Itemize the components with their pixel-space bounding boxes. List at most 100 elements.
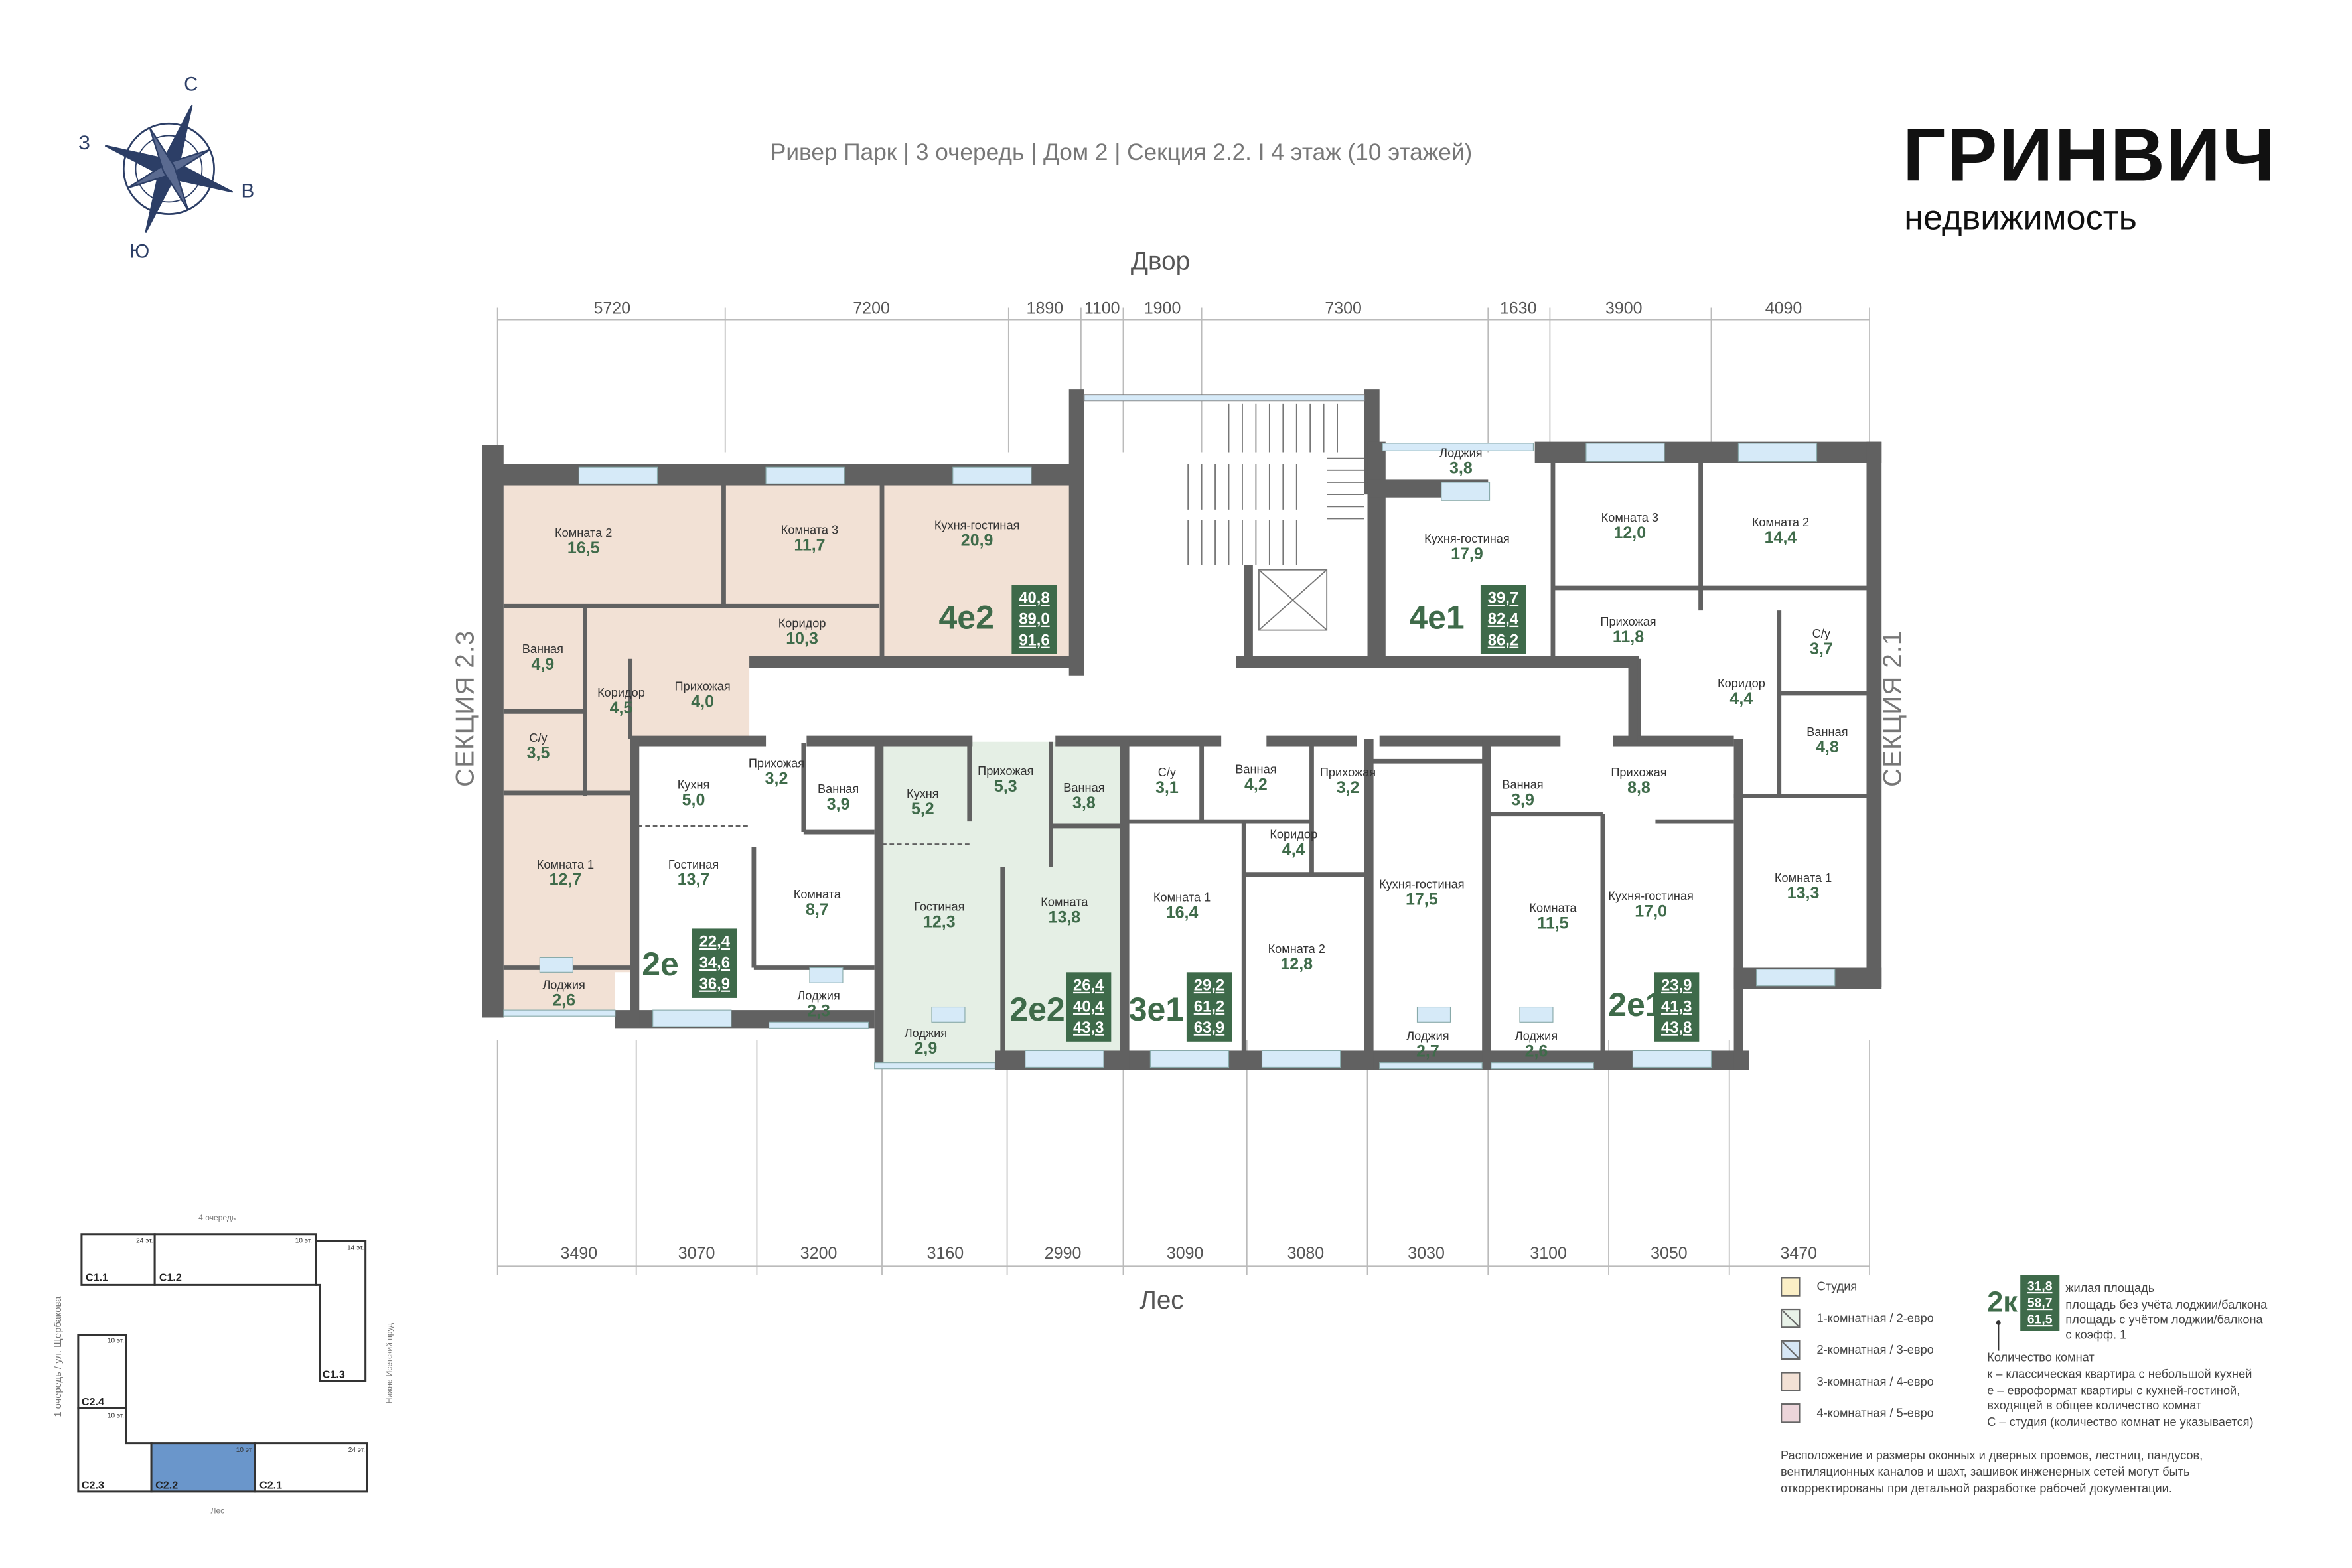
legend-label: 3-комнатная / 4-евро (1816, 1374, 1934, 1389)
legend-swatch-4room (1780, 1403, 1801, 1423)
room-area: 4,2 (1244, 776, 1268, 795)
room-name: Комната 3 (780, 523, 839, 537)
dim-label: 3470 (1780, 1245, 1818, 1263)
apartment-code[interactable]: 4е1 (1409, 598, 1465, 636)
room-area: 11,8 (1612, 628, 1645, 648)
legend-note: С – студия (количество комнат не указыва… (1987, 1415, 2254, 1429)
legend-note: Количество комнат (1987, 1350, 2095, 1364)
legend-example-living: 31,8 (2027, 1278, 2053, 1294)
room-name: Прихожая (1319, 766, 1376, 780)
dim-label: 1900 (1143, 300, 1181, 319)
legend-note: входящей в общее количество комнат (1987, 1399, 2202, 1413)
total-area-coef: 43,3 (1073, 1019, 1104, 1037)
room-name: Кухня-гостиная (1424, 532, 1510, 546)
total-area: 34,6 (699, 954, 731, 973)
room-name: Комната (1529, 901, 1577, 916)
room-area: 4,0 (691, 693, 715, 712)
room-name: С/у (1812, 627, 1830, 641)
minimap-section-c2-2 (150, 1442, 256, 1493)
legend-desc: площадь без учёта лоджии/балкона (2065, 1298, 2268, 1312)
legend-swatch-1room (1780, 1308, 1801, 1328)
dim-label: 3050 (1651, 1245, 1688, 1263)
minimap-section-c2-3 (77, 1407, 153, 1493)
room-area: 12,8 (1280, 956, 1313, 975)
room-area: 16,4 (1165, 904, 1199, 923)
apartment-code[interactable]: 2е2 (1009, 990, 1065, 1029)
room-area: 5,3 (993, 778, 1017, 797)
room-name: Прихожая (978, 764, 1034, 778)
living-area: 39,7 (1487, 589, 1519, 608)
dim-label: 3900 (1605, 300, 1643, 319)
dim-label: 3030 (1408, 1245, 1445, 1263)
logo-subtitle: недвижимость (1904, 197, 2137, 237)
room-name: Коридор (778, 616, 826, 630)
room-area: 2,6 (1524, 1043, 1548, 1062)
room-name: Комната 3 (1601, 511, 1658, 525)
legend-example-total: 58,7 (2027, 1295, 2053, 1311)
room-name: Кухня (677, 778, 710, 792)
minimap-floors: 10 эт. (295, 1238, 312, 1245)
legend-label: 2-комнатная / 3-евро (1816, 1343, 1934, 1357)
dim-label: 4090 (1765, 300, 1802, 319)
total-area-coef: 36,9 (699, 975, 731, 994)
minimap-section-c2-1 (254, 1442, 368, 1493)
dim-label: 3490 (560, 1245, 598, 1263)
room-area: 4,9 (531, 656, 555, 675)
living-area: 23,9 (1661, 977, 1692, 995)
room-area: 20,9 (960, 532, 993, 551)
room-name: Комната (1041, 895, 1088, 910)
side-label-bottom: Лес (1139, 1285, 1184, 1315)
room-name: Ванная (1502, 778, 1544, 792)
apartment-code[interactable]: 3е1 (1128, 990, 1185, 1029)
windows (503, 443, 1836, 1070)
disclaimer: откорректированы при детальной разработк… (1780, 1482, 2172, 1496)
minimap-id: С2.4 (82, 1396, 104, 1408)
minimap-id: С1.1 (86, 1271, 108, 1283)
apartment-code[interactable]: 4е2 (938, 598, 994, 636)
apartment-4e2-fill (503, 485, 1075, 1013)
room-name: Прихожая (748, 756, 805, 771)
minimap-bottom-label: Лес (211, 1506, 225, 1515)
compass-south: Ю (129, 240, 150, 263)
room-name: Коридор (1718, 677, 1765, 691)
room-name: С/у (1157, 766, 1176, 780)
minimap-right-label: Нижне-Исетский пруд (384, 1323, 394, 1403)
room-area: 5,0 (682, 792, 705, 810)
room-name: Ванная (1806, 725, 1848, 739)
page-title: Ривер Парк | 3 очередь | Дом 2 | Секция … (770, 140, 1473, 166)
minimap-id: С2.2 (155, 1480, 178, 1492)
total-area-coef: 43,8 (1661, 1019, 1692, 1037)
dim-label: 1890 (1026, 300, 1064, 319)
room-area: 2,3 (807, 1003, 830, 1021)
legend-example-code: 2к (1987, 1287, 2018, 1319)
apartment-code[interactable]: 2е (642, 945, 679, 983)
compass-north: С (184, 72, 198, 96)
room-area: 4,4 (1282, 841, 1305, 860)
room-area: 4,4 (1729, 691, 1753, 709)
room-name: Лоджия (1514, 1029, 1558, 1044)
dim-label: 7200 (853, 300, 890, 319)
room-name: Коридор (597, 685, 645, 700)
room-name: Кухня (907, 787, 939, 801)
dim-label: 3080 (1287, 1245, 1325, 1263)
legend-desc: с коэфф. 1 (2065, 1328, 2127, 1342)
